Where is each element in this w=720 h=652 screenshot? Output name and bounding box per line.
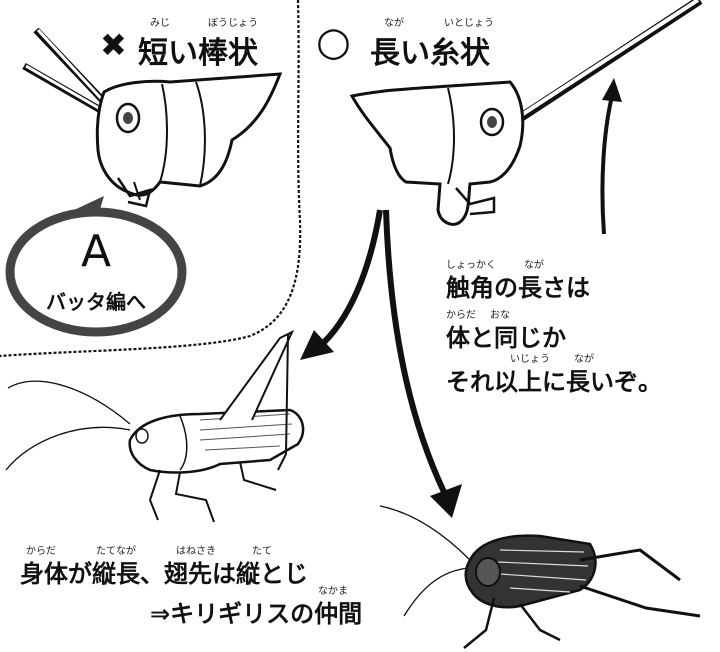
circle-a-subtitle[interactable]: バッタ編へ [30,286,162,315]
right-ruby-2: いとじょう [444,14,494,29]
katydid-illustration [6,332,303,522]
left-ruby-2: ぼうじょう [208,14,258,29]
cricket-illustration [380,506,700,648]
right-title: 長い糸状 [370,28,490,72]
left-title: 短い棒状 [138,28,258,72]
arrow-to-katydid [318,210,380,348]
arrow-to-cricket [386,210,444,492]
up-arrow [602,96,612,234]
left-ruby-1: みじ [150,14,170,29]
right-circle-mark: ○ [316,22,351,62]
left-cross-mark: ✖ [100,26,127,64]
katydid-caption-line-1: 身体が縦長、翅先は縦とじ [20,554,308,589]
explanation-line-3: それ以上に長いぞ。 [446,362,662,397]
right-ruby-1: なが [384,14,404,29]
katydid-caption-line-2: ⇒キリギリスの仲間 [150,594,362,629]
circle-a-letter[interactable]: A [56,226,136,277]
explanation-line-2: 体と同じか [446,318,566,353]
explanation-line-1: 触角の長さは [446,268,590,303]
